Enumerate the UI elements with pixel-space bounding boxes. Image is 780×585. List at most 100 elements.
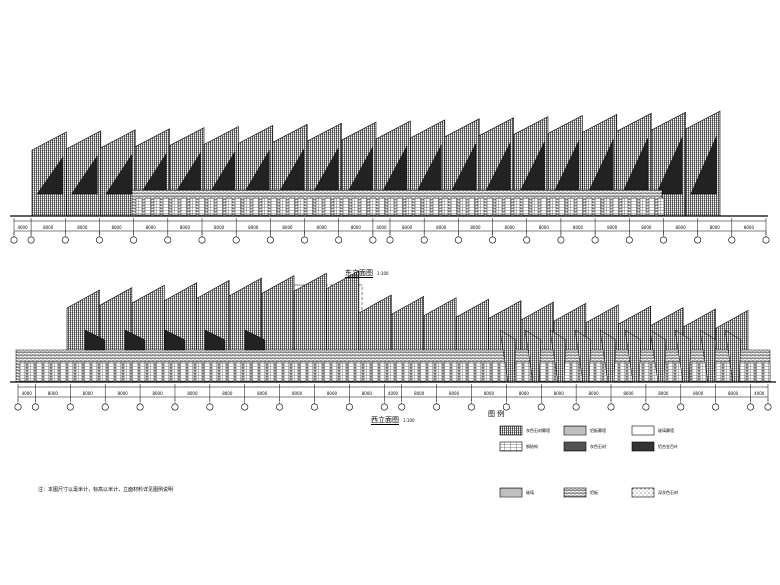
bottom-window (763, 361, 771, 382)
top-window (576, 197, 584, 216)
top-window (216, 197, 224, 216)
bottom-window (219, 361, 227, 382)
top-window (594, 197, 602, 216)
bottom-window (259, 361, 267, 382)
top-dim-label: 8000 (710, 225, 721, 230)
bottom-dim-label: 8000 (292, 391, 303, 396)
bottom-sail-panel (423, 297, 457, 353)
bottom-window (323, 361, 331, 382)
top-dim-label: 4000 (17, 225, 28, 230)
bottom-axis-bubble (171, 403, 179, 411)
top-dim-label: 8000 (111, 225, 122, 230)
bottom-window (499, 361, 507, 382)
top-window (243, 197, 251, 216)
top-axis-bubble (489, 236, 497, 244)
bottom-window (435, 361, 443, 382)
bottom-window (43, 361, 51, 382)
top-axis-bubble (27, 236, 35, 244)
bottom-window (179, 361, 187, 382)
bottom-window (315, 361, 323, 382)
bottom-axis-bubble (607, 403, 615, 411)
bottom-axis-bubble (380, 403, 388, 411)
top-window (306, 197, 314, 216)
top-axis-bubble (10, 236, 18, 244)
bottom-dim-label: 8000 (449, 391, 460, 396)
bottom-window (75, 361, 83, 382)
bottom-window (107, 361, 115, 382)
top-window (135, 197, 143, 216)
bottom-window (443, 361, 451, 382)
bottom-window (195, 361, 203, 382)
top-dim-label: 8000 (470, 225, 481, 230)
bottom-window (371, 361, 379, 382)
top-window (252, 197, 260, 216)
bottom-dim-label: 8000 (693, 391, 704, 396)
legend-swatch-8 (563, 487, 587, 498)
top-window (639, 197, 647, 216)
top-window (234, 197, 242, 216)
legend-label-8: 铝板 (590, 490, 598, 495)
top-window (396, 197, 404, 216)
top-window (261, 197, 269, 216)
bottom-window (723, 361, 731, 382)
bottom-dim-label: 8000 (728, 391, 739, 396)
bottom-window (147, 361, 155, 382)
legend-swatch-7 (499, 487, 523, 498)
top-window (531, 197, 539, 216)
top-axis-bubble (762, 236, 770, 244)
top-axis-bubble (659, 236, 667, 244)
legend-label-9: 深灰色石材 (658, 490, 678, 495)
top-axis-bubble (164, 236, 172, 244)
bottom-window (459, 361, 467, 382)
bottom-dim-label: 8000 (623, 391, 634, 396)
top-dim-label: 8000 (214, 225, 225, 230)
bottom-sail-panel (326, 270, 360, 353)
legend-label-4: 钢结构 (526, 444, 538, 449)
top-axis-bubble (728, 236, 736, 244)
bottom-window (123, 361, 131, 382)
top-axis-bubble (694, 236, 702, 244)
bottom-window (451, 361, 459, 382)
bottom-axis-bubble (502, 403, 510, 411)
bottom-window (187, 361, 195, 382)
bottom-window (523, 361, 531, 382)
top-window (387, 197, 395, 216)
bottom-window (163, 361, 171, 382)
bottom-dim-label: 8000 (484, 391, 495, 396)
top-window (495, 197, 503, 216)
top-window (288, 197, 296, 216)
bottom-window (395, 361, 403, 382)
bottom-window (491, 361, 499, 382)
bottom-sail-panel (390, 295, 425, 353)
top-dim-label: 8000 (43, 225, 54, 230)
top-window (378, 197, 386, 216)
top-window (432, 197, 440, 216)
bottom-window (419, 361, 427, 382)
bottom-axis-bubble (276, 403, 284, 411)
top-window (585, 197, 593, 216)
top-window (180, 197, 188, 216)
legend-swatch-6 (631, 441, 655, 452)
bottom-window (67, 361, 75, 382)
top-dim-label: 8000 (436, 225, 447, 230)
bottom-window (299, 361, 307, 382)
bottom-window (155, 361, 163, 382)
legend-swatch-1 (499, 425, 523, 436)
bottom-axis-bubble (241, 403, 249, 411)
top-axis-bubble (198, 236, 206, 244)
bottom-window (739, 361, 747, 382)
bottom-dim-label: 8000 (48, 391, 59, 396)
bottom-window (547, 361, 555, 382)
top-dim-label: 8000 (180, 225, 191, 230)
bottom-dim-label: 8000 (187, 391, 198, 396)
top-axis-bubble (557, 236, 565, 244)
bottom-window (467, 361, 475, 382)
bottom-window (595, 361, 603, 382)
top-window (477, 197, 485, 216)
bottom-sail-panel (455, 298, 489, 353)
bottom-dim-label: 8000 (222, 391, 233, 396)
bottom-window (275, 361, 283, 382)
